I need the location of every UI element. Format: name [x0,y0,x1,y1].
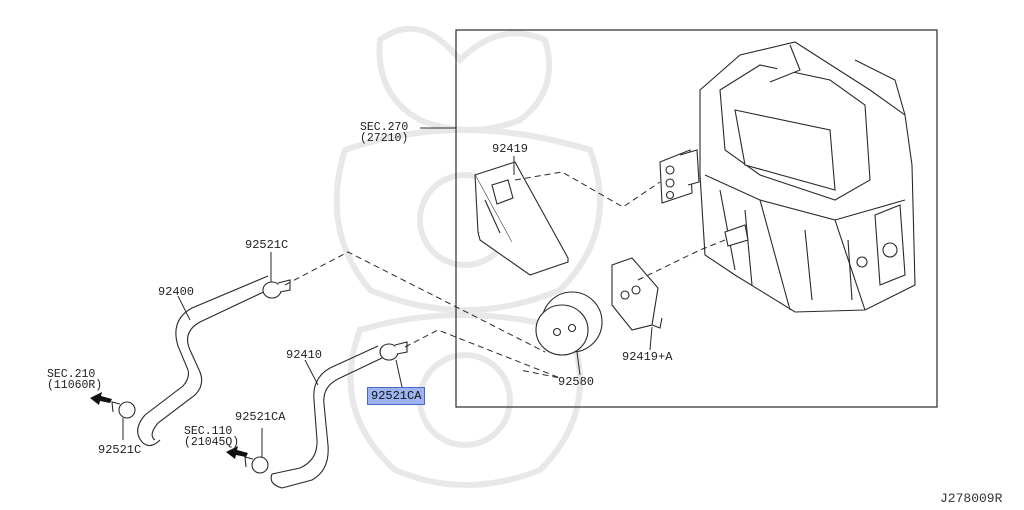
hose-clamp-icon [111,279,408,474]
part-92580-label[interactable]: 92580 [558,375,595,389]
part-92419a-label[interactable]: 92419+A [622,350,673,364]
filter-icon [474,161,569,276]
part-92521ca-highlighted-label[interactable]: 92521CA [367,387,426,405]
hose-92400-icon [137,275,273,447]
part-92400-label[interactable]: 92400 [158,285,195,299]
hose-92410-icon [270,345,383,489]
leader-lines [122,127,653,458]
hvac-unit-icon [699,41,916,313]
gasket-icon [611,257,663,331]
part-92521c-bottom-label[interactable]: 92521C [98,443,142,457]
connection-lines [284,171,726,379]
part-92410-label[interactable]: 92410 [286,348,323,362]
sec270-label[interactable]: SEC.270(27210) [360,121,409,145]
part-92521ca-left-label[interactable]: 92521CA [235,410,286,424]
diagram-reference-code: J278009R [940,491,1003,506]
sec110-label[interactable]: SEC.110(21045Q) [184,425,240,449]
arrow-icon [90,392,248,459]
grommet-icon [535,291,603,356]
part-92521c-top-label[interactable]: 92521C [245,238,289,252]
sec210-label[interactable]: SEC.210(11060R) [47,368,103,392]
expansion-valve-icon [659,149,700,204]
unit-boundary-box [455,29,938,408]
part-92419-label[interactable]: 92419 [492,142,529,156]
